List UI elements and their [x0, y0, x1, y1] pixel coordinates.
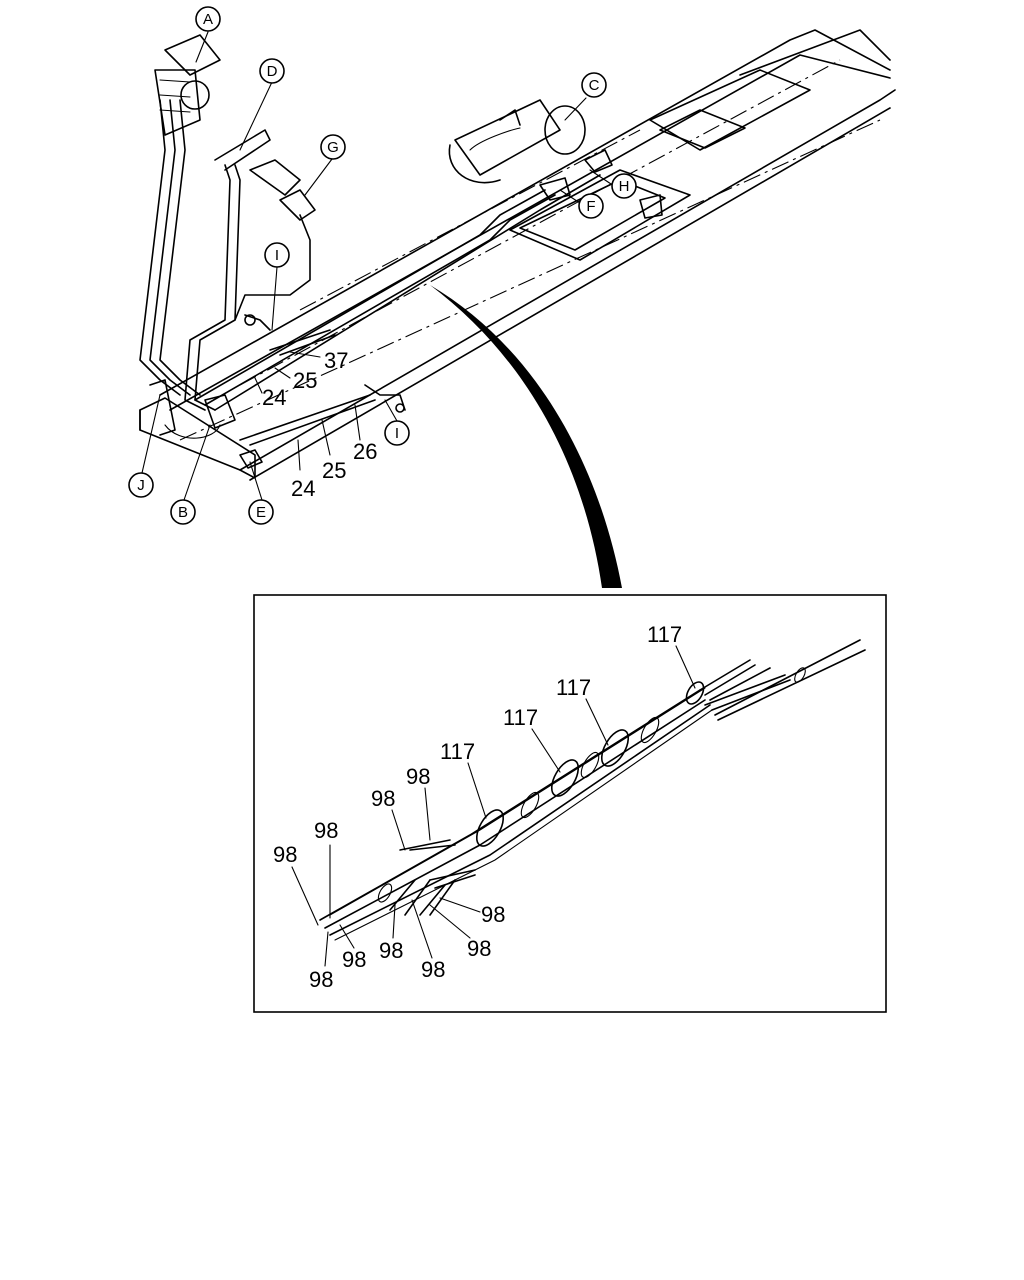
svg-text:I: I: [395, 425, 399, 442]
part-label-98-j: 98: [309, 967, 333, 992]
part-label-98-b: 98: [371, 786, 395, 811]
wire-harness: [319, 639, 866, 941]
magnify-pointer: [430, 285, 622, 588]
svg-text:H: H: [619, 178, 630, 195]
callout-a: A: [195, 6, 221, 32]
part-label-26: 26: [353, 439, 377, 464]
part-label-117-a: 117: [647, 622, 682, 647]
part-label-98-a: 98: [406, 764, 430, 789]
part-label-98-d: 98: [273, 842, 297, 867]
part-label-98-i: 98: [421, 957, 445, 982]
callout-g: G: [320, 134, 346, 160]
callout-d: D: [259, 58, 285, 84]
chassis-frame: [139, 29, 896, 481]
callout-f: F: [578, 193, 604, 219]
svg-text:D: D: [267, 63, 278, 80]
part-label-98-c: 98: [314, 818, 338, 843]
part-label-98-f: 98: [467, 936, 491, 961]
brake-pipes: [139, 34, 663, 469]
callout-e: E: [248, 499, 274, 525]
part-label-117-d: 117: [440, 739, 475, 764]
callout-j: J: [128, 472, 154, 498]
svg-text:C: C: [589, 77, 600, 94]
part-label-25-upper: 25: [293, 368, 317, 393]
air-tank: [448, 99, 586, 184]
svg-text:G: G: [327, 139, 339, 156]
detail-box: [253, 594, 887, 1013]
svg-text:I: I: [275, 247, 279, 264]
svg-text:A: A: [203, 11, 213, 28]
callout-b: B: [170, 499, 196, 525]
part-label-98-e: 98: [481, 902, 505, 927]
part-label-25-lower: 25: [322, 458, 346, 483]
svg-text:E: E: [256, 504, 266, 521]
part-label-24-lower: 24: [291, 476, 315, 501]
callout-c: C: [581, 72, 607, 98]
part-label-117-c: 117: [503, 705, 538, 730]
callout-i-lower: I: [384, 420, 410, 446]
part-label-37: 37: [324, 348, 348, 373]
part-label-24-upper: 24: [262, 385, 286, 410]
callout-h: H: [611, 173, 637, 199]
part-label-98-h: 98: [342, 947, 366, 972]
part-label-117-b: 117: [556, 675, 591, 700]
part-label-98-g: 98: [379, 938, 403, 963]
svg-text:F: F: [586, 198, 595, 215]
svg-text:J: J: [137, 477, 145, 494]
callout-i-upper: I: [264, 242, 290, 268]
leader-lines: [141, 31, 696, 967]
svg-text:B: B: [178, 504, 188, 521]
